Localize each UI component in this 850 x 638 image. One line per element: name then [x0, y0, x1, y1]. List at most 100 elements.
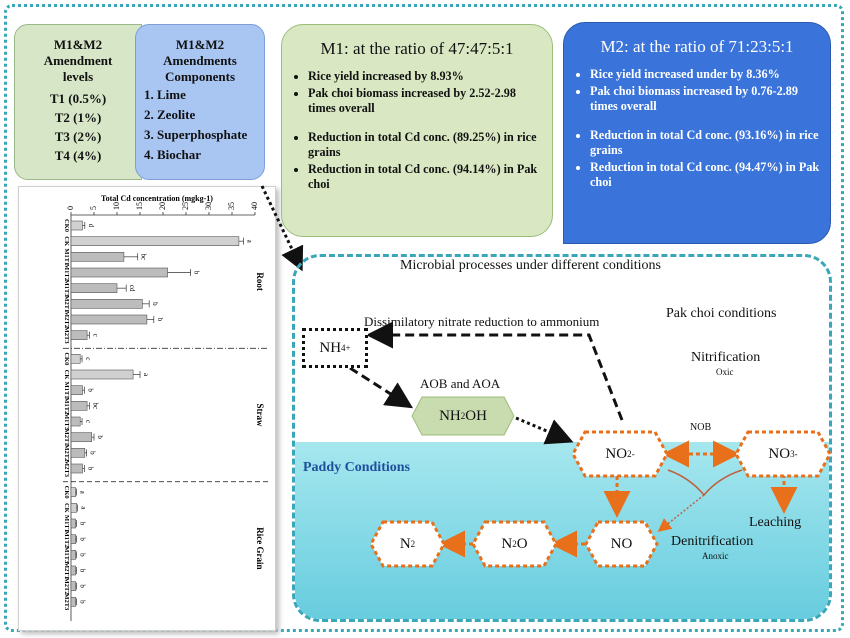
significance-letter: b [193, 271, 201, 275]
group-label: Rice Grain [255, 527, 265, 569]
m2-bullet: Rice yield increased under by 8.36% [590, 67, 820, 82]
significance-letter: bc [140, 254, 148, 261]
group-label: Root [255, 272, 265, 291]
x-tick-label: 10 [112, 202, 121, 210]
no3-sub: 3 [790, 449, 795, 459]
significance-letter: b [79, 537, 87, 541]
category-label: CK0 [63, 486, 70, 499]
category-label: M1T3 [63, 413, 70, 431]
nh2oh-sub: 2 [460, 411, 466, 421]
component-item: 1. Lime [144, 87, 186, 102]
brace-to-no-arrow [657, 494, 705, 532]
amendment-components-box: M1&M2 Amendments Components 1. Lime 2. Z… [135, 24, 265, 180]
category-label: M1T1 [63, 515, 70, 532]
significance-letter: a [79, 506, 87, 510]
m1-bullet: Reduction in total Cd conc. (89.25%) in … [308, 130, 542, 160]
n2-sub: 2 [410, 539, 416, 549]
m1-bullet: Pak choi biomass increased by 2.52-2.98 … [308, 86, 542, 116]
chart-bar [70, 503, 77, 513]
nh2oh-hexagon [411, 396, 515, 436]
m2-results-box: M2: at the ratio of 71:23:5:1 Rice yield… [563, 22, 831, 244]
levels-heading-3: levels [62, 69, 94, 84]
no3-shape [734, 430, 832, 478]
n2-shape [369, 520, 446, 568]
dnra-arrow [366, 321, 624, 421]
x-tick-label: 35 [227, 202, 236, 210]
category-label: CK [63, 370, 70, 380]
category-label: M2T3 [63, 460, 70, 478]
category-label: CK [63, 236, 70, 246]
m1-title: M1: at the ratio of 47:47:5:1 [320, 39, 514, 58]
n2o-text-b: O [516, 535, 528, 552]
component-item: 4. Biochar [144, 147, 202, 162]
category-label: M1T3 [63, 280, 70, 298]
level-item: T2 (1%) [54, 110, 102, 125]
significance-letter: cd [128, 285, 136, 292]
x-tick-label: 0 [66, 206, 75, 210]
nh4-sup: + [345, 343, 351, 353]
significance-letter: a [142, 373, 150, 377]
anoxic-label: Anoxic [702, 551, 729, 561]
chart-bar [70, 314, 148, 325]
nh2oh-text-b: OH [465, 407, 487, 424]
nh4-sub: 4 [341, 343, 346, 353]
components-heading-1: M1&M2 [175, 37, 225, 52]
significance-letter: bc [91, 403, 99, 410]
chart-to-nh4-arrow [260, 185, 304, 272]
m2-bullet: Pak choi biomass increased by 0.76-2.89 … [590, 84, 820, 114]
significance-letter: b [86, 388, 94, 392]
components-heading-2: Amendments [163, 53, 237, 68]
m1-results-box: M1: at the ratio of 47:47:5:1 Rice yield… [281, 24, 553, 237]
levels-heading-1: M1&M2 [53, 37, 103, 52]
m2-bullet: Reduction in total Cd conc. (93.16%) in … [590, 128, 820, 158]
group-label: Straw [255, 404, 265, 427]
significance-letter: b [151, 302, 159, 306]
significance-letter: b [86, 467, 94, 471]
x-tick-label: 30 [204, 202, 213, 210]
category-label: CK0 [63, 352, 70, 365]
n2o-text-a: N [501, 535, 513, 552]
significance-letter: d [87, 224, 95, 228]
category-label: M2T2 [63, 578, 70, 595]
no3-sup: - [794, 449, 798, 459]
significance-letter: b [79, 569, 87, 573]
microbial-title: Microbial processes under different cond… [400, 258, 662, 273]
no-shape [584, 520, 659, 568]
nob-label: NOB [690, 422, 712, 433]
category-label: M2T1 [63, 429, 70, 446]
significance-letter: b [79, 522, 87, 526]
significance-letter: c [84, 357, 92, 360]
no2-shape [571, 430, 669, 478]
no-node: NO [586, 522, 657, 566]
chart-title: Total Cd concentration (mgkg-1) [101, 194, 213, 203]
leaching-label: Leaching [749, 515, 802, 530]
significance-letter: b [156, 318, 164, 322]
n2o-sub: 2 [512, 539, 517, 549]
category-label: M1T1 [63, 382, 70, 399]
n2-text: N [399, 535, 411, 552]
m2-bullet: Reduction in total Cd conc. (94.47%) in … [590, 160, 820, 190]
nitrification-label: Nitrification [691, 350, 761, 365]
category-label: CK0 [63, 219, 70, 232]
x-tick-label: 20 [158, 202, 167, 210]
category-label: M2T3 [63, 593, 70, 611]
nh2oh-text-a: NH [439, 407, 461, 424]
x-tick-label: 5 [89, 206, 98, 210]
no2-sup: - [631, 449, 635, 459]
significance-letter: b [79, 584, 87, 588]
category-label: M1T2 [63, 397, 70, 414]
significance-letter: a [79, 491, 87, 495]
category-label: M2T1 [63, 562, 70, 579]
no-text: NO [610, 535, 633, 552]
x-tick-label: 40 [250, 202, 259, 210]
nh4-text: NH [319, 339, 342, 356]
no2-sub: 2 [627, 449, 632, 459]
category-label: M1T2 [63, 264, 70, 281]
